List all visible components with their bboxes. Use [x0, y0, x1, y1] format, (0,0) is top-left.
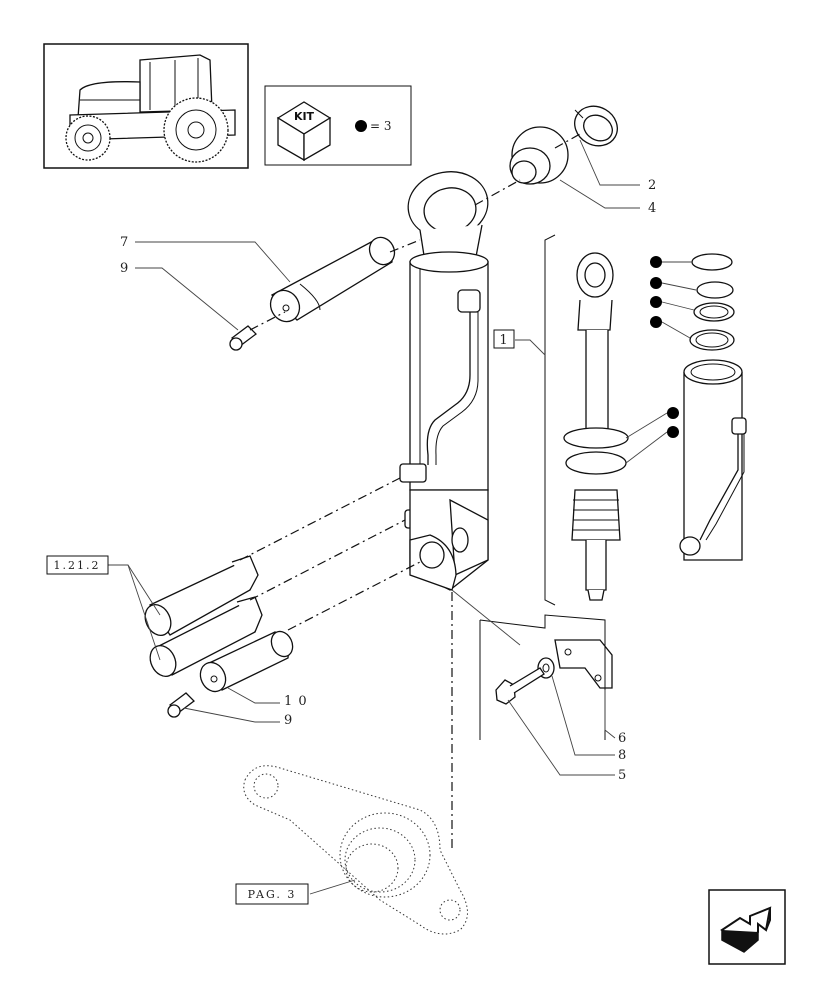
callout-4: 4	[648, 201, 657, 216]
kit-dot-icon	[667, 407, 679, 419]
callout-9: 9	[120, 261, 129, 276]
pin-part-7	[269, 236, 396, 323]
hoses-part	[144, 555, 263, 678]
callout-5: 5	[618, 768, 627, 783]
pin-part-10	[199, 630, 294, 693]
callout-7: 7	[120, 235, 129, 250]
snap-ring-part	[574, 105, 618, 147]
callout-9-lower: 9	[284, 713, 293, 728]
kit-markers	[625, 256, 697, 464]
bracket-plate-part-6	[554, 639, 613, 689]
cylinder-detail	[563, 252, 747, 601]
bolt-part-5	[495, 667, 545, 705]
callout-8: 8	[618, 748, 627, 763]
grease-nipple-part-9-lower	[167, 692, 195, 718]
callout-2: 2	[648, 178, 657, 193]
kit-equation: = 3	[370, 119, 392, 133]
tractor-thumbnail	[43, 43, 249, 169]
ref-label-1212: 1.21.2	[54, 559, 101, 572]
leader-lines	[108, 139, 640, 895]
kit-dot-icon	[650, 296, 662, 308]
callout-10: 1 0	[284, 694, 308, 709]
kit-box-icon	[276, 101, 332, 162]
kit-label: KIT	[294, 110, 315, 123]
ref-box-1212[interactable]: 1.21.2	[46, 555, 109, 575]
next-page-arrow-icon[interactable]	[708, 889, 786, 965]
ref-label-pag3: PAG. 3	[248, 888, 297, 901]
lift-arm-reference	[243, 765, 468, 935]
kit-dot-icon	[650, 316, 662, 328]
assembly-lines	[239, 133, 581, 850]
kit-dot-icon	[650, 277, 662, 289]
callouts: 7 9 2 4 1 0 9 6 8 5 1	[120, 178, 657, 783]
lift-cylinder	[399, 171, 489, 591]
ball-joint-part	[509, 126, 569, 185]
kit-legend: KIT = 3	[264, 85, 412, 166]
grease-nipple-part-9	[229, 325, 257, 351]
ref-box-pag3[interactable]: PAG. 3	[235, 883, 309, 905]
callout-1: 1	[499, 333, 508, 348]
kit-dot-icon	[355, 120, 367, 132]
detail-bracket	[451, 234, 606, 740]
kit-dot-icon	[650, 256, 662, 268]
callout-6: 6	[618, 731, 627, 746]
kit-dot-icon	[667, 426, 679, 438]
